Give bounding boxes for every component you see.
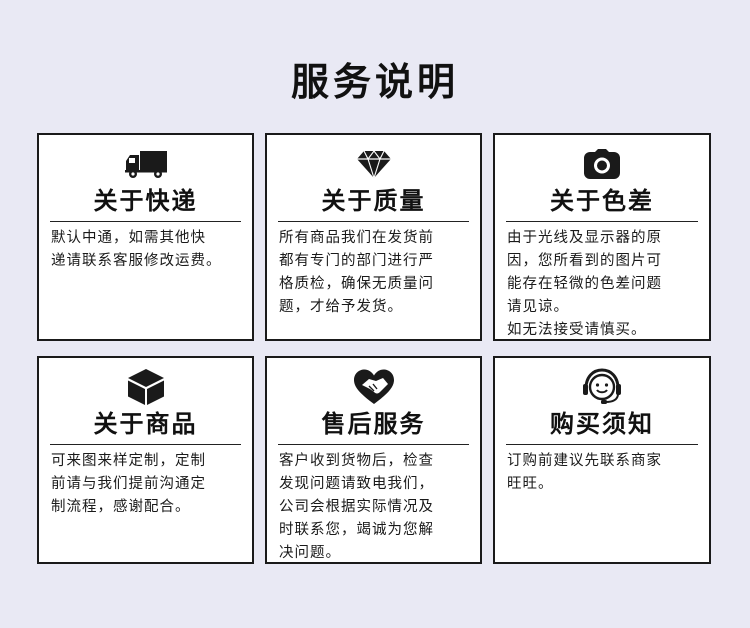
info-card-products: 关于商品 可来图来样定制，定制 前请与我们提前沟通定 制流程，感谢配合。 xyxy=(37,356,254,564)
divider xyxy=(506,444,698,445)
divider xyxy=(278,444,469,445)
info-card-color-difference: 关于色差 由于光线及显示器的原 因，您所看到的图片可 能存在轻微的色差问题 请见… xyxy=(493,133,711,341)
card-text: 由于光线及显示器的原 因，您所看到的图片可 能存在轻微的色差问题 请见谅。 如无… xyxy=(507,230,662,338)
customer-service-headset-icon xyxy=(495,368,709,406)
info-card-quality: 关于质量 所有商品我们在发货前 都有专门的部门进行严 格质检，确保无质量问 题，… xyxy=(265,133,482,341)
page-title: 服务说明 xyxy=(290,60,459,104)
info-card-purchase-notice: 购买须知 订购前建议先联系商家 旺旺。 xyxy=(493,356,711,564)
divider xyxy=(50,221,241,222)
card-title: 关于快递 xyxy=(93,187,198,215)
delivery-truck-icon xyxy=(39,145,252,183)
card-text: 客户收到货物后，检查 发现问题请致电我们， 公司会根据实际情况及 时联系您，竭诚… xyxy=(279,453,434,561)
camera-icon xyxy=(495,145,709,183)
divider xyxy=(506,221,698,222)
card-text: 订购前建议先联系商家 旺旺。 xyxy=(507,453,662,492)
card-title: 关于商品 xyxy=(93,410,198,438)
info-card-after-sales: 售后服务 客户收到货物后，检查 发现问题请致电我们， 公司会根据实际情况及 时联… xyxy=(265,356,482,564)
handshake-heart-icon xyxy=(267,368,480,406)
card-title: 关于色差 xyxy=(550,187,654,215)
card-title: 购买须知 xyxy=(550,410,654,438)
card-title: 售后服务 xyxy=(321,410,426,438)
card-text: 可来图来样定制，定制 前请与我们提前沟通定 制流程，感谢配合。 xyxy=(51,453,206,515)
card-title: 关于质量 xyxy=(321,187,426,215)
package-box-icon xyxy=(39,368,252,406)
card-text: 所有商品我们在发货前 都有专门的部门进行严 格质检，确保无质量问 题，才给予发货… xyxy=(279,230,434,315)
divider xyxy=(278,221,469,222)
diamond-icon xyxy=(267,145,480,183)
card-text: 默认中通，如需其他快 递请联系客服修改运费。 xyxy=(51,230,222,269)
info-card-delivery: 关于快递 默认中通，如需其他快 递请联系客服修改运费。 xyxy=(37,133,254,341)
divider xyxy=(50,444,241,445)
